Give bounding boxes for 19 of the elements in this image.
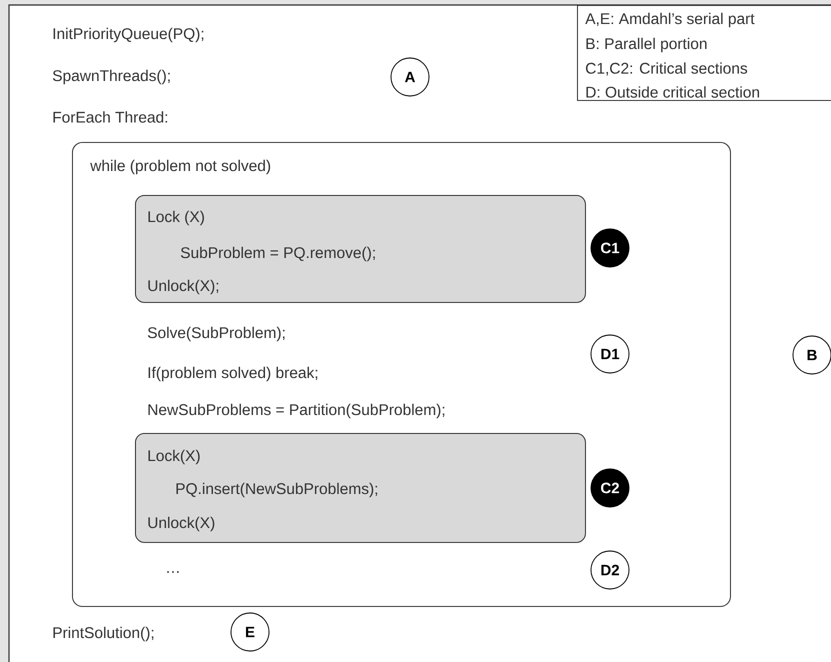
code-text: Unlock(X)	[148, 516, 214, 532]
code-text: while (problem not solved)	[90, 160, 270, 174]
code-text: InitPriorityQueue(PQ);	[54, 28, 204, 42]
code-text: PQ.insert(NewSubProblems);	[176, 482, 378, 498]
code-text: Lock (X)	[148, 210, 204, 226]
legend-text: C1,C2: Critical sections	[586, 62, 748, 76]
code-text: ForEach Thread:	[53, 111, 168, 123]
legend-text: B: Parallel portion	[586, 38, 706, 52]
code-text: SubProblem = PQ.remove();	[180, 246, 375, 262]
code-text: NewSubProblems = Partition(SubProblem);	[148, 404, 444, 418]
code-text: Solve(SubProblem);	[148, 326, 284, 342]
code-text: Lock(X)	[148, 450, 200, 464]
code-text: SpawnThreads();	[52, 70, 170, 84]
code-text: Unlock(X);	[148, 280, 218, 294]
legend-text: D: Outside critical section	[586, 86, 760, 98]
legend-text: A,E: Amdahl’s serial part	[585, 12, 754, 28]
code-text: If(problem solved) break;	[148, 366, 318, 382]
code-text: …	[167, 571, 179, 573]
code-text: PrintSolution();	[53, 626, 154, 642]
